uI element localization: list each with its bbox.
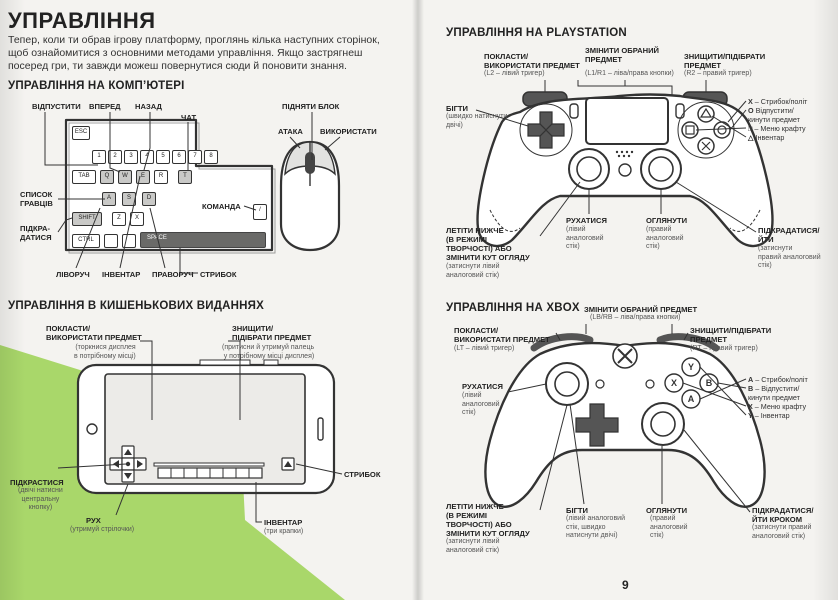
page-number: 9: [622, 578, 629, 592]
